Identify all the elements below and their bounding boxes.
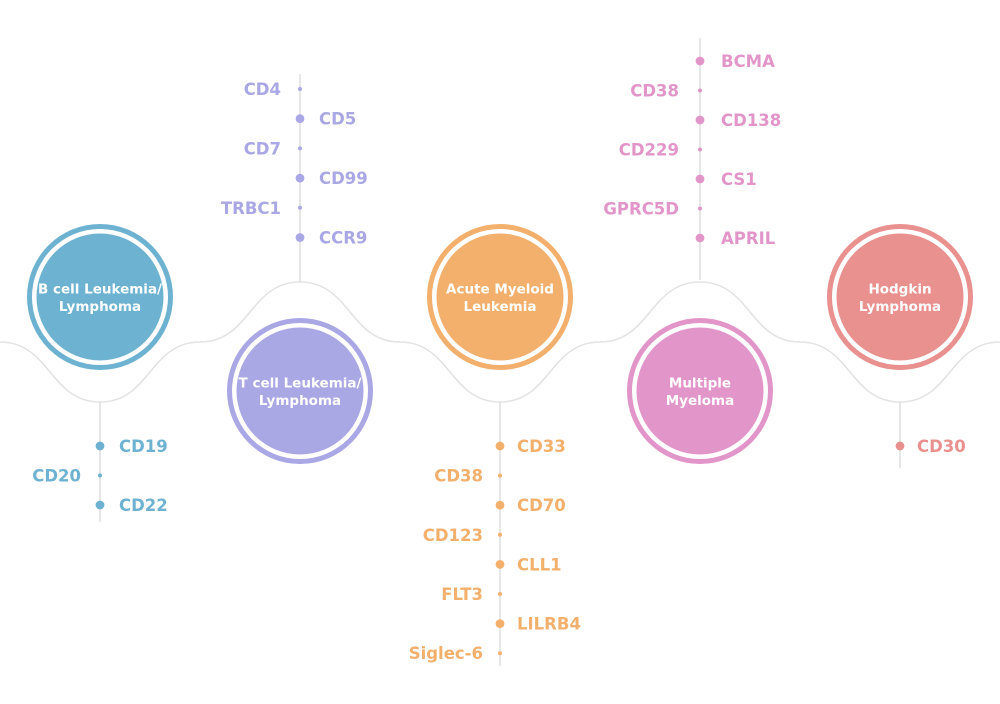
disease-circle-inner: [636, 327, 764, 455]
marker-label: CD38: [434, 467, 483, 486]
marker-label: CS1: [721, 170, 757, 189]
marker-dot: [95, 441, 105, 451]
disease-label: Multiple: [669, 375, 731, 391]
marker-dot: [695, 233, 705, 243]
marker-dot: [698, 206, 702, 211]
disease-circle-inner: [36, 233, 164, 361]
disease-label: Lymphoma: [859, 299, 941, 315]
marker-dot: [695, 174, 705, 184]
marker-dot: [498, 473, 502, 478]
marker-dot: [698, 88, 702, 93]
marker-dot: [298, 87, 302, 91]
marker-label: Siglec-6: [409, 644, 483, 663]
marker-dot: [498, 651, 502, 656]
marker-dot: [495, 560, 505, 569]
marker-label: GPRC5D: [603, 200, 679, 219]
marker-dot: [295, 114, 305, 124]
marker-dot: [498, 592, 502, 596]
disease-circle-inner: [836, 233, 964, 361]
marker-dot: [695, 56, 705, 66]
marker-dot: [298, 146, 302, 151]
marker-label: LILRB4: [517, 615, 581, 634]
disease-label: Leukemia: [464, 299, 537, 315]
marker-dot: [295, 173, 305, 183]
marker-dot: [495, 500, 505, 510]
marker-label: APRIL: [721, 229, 776, 248]
marker-dot: [295, 233, 305, 242]
marker-label: CD229: [619, 141, 679, 160]
marker-label: CD30: [917, 437, 966, 456]
marker-label: CD123: [423, 526, 483, 545]
marker-dot: [698, 147, 702, 152]
marker-dot: [298, 205, 302, 210]
marker-label: FLT3: [441, 585, 483, 604]
disease-label: Lymphoma: [259, 393, 341, 409]
marker-dot: [498, 532, 502, 537]
disease-label: Hodgkin: [868, 281, 931, 297]
marker-label: CD20: [32, 467, 81, 486]
marker-label: TRBC1: [221, 199, 281, 218]
marker-label: CD70: [517, 496, 566, 515]
marker-label: CD4: [244, 80, 281, 99]
disease-label: Acute Myeloid: [446, 281, 554, 297]
disease-circle-inner: [236, 327, 364, 455]
marker-label: CD22: [119, 496, 168, 515]
marker-dot: [495, 619, 505, 628]
marker-label: CD38: [630, 82, 679, 101]
marker-label: BCMA: [721, 52, 775, 71]
marker-dot: [495, 441, 505, 451]
marker-label: CD33: [517, 437, 566, 456]
marker-label: CD99: [319, 169, 368, 188]
marker-label: CD138: [721, 111, 781, 130]
marker-dot: [98, 473, 102, 478]
marker-dot: [695, 115, 705, 125]
marker-label: CCR9: [319, 229, 367, 248]
marker-label: CD19: [119, 437, 168, 456]
disease-circle-inner: [436, 233, 564, 361]
marker-label: CD7: [244, 139, 281, 158]
disease-label: B cell Leukemia/: [38, 281, 162, 297]
disease-label: Myeloma: [666, 393, 734, 409]
disease-label: T cell Leukemia/: [239, 375, 362, 391]
marker-dot: [95, 500, 105, 510]
marker-label: CD5: [319, 110, 356, 129]
marker-label: CLL1: [517, 555, 562, 574]
marker-dot: [895, 441, 905, 451]
disease-label: Lymphoma: [59, 299, 141, 315]
